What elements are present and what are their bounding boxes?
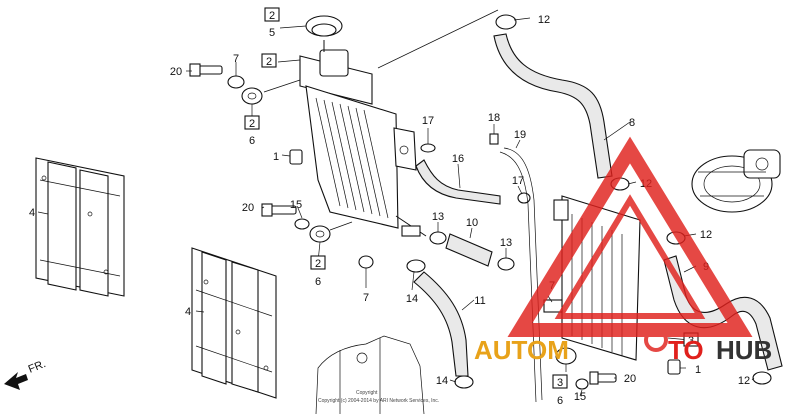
callout-20c: 20 [624,373,636,385]
callout-2b: 2 [266,56,272,68]
callout-18: 18 [488,112,500,124]
watermark-text-2: TO [668,335,704,365]
clamp-17-lower [517,192,531,204]
breather-tube-19 [499,147,543,403]
callout-13a: 13 [432,211,444,223]
callout-2c: 2 [249,118,255,130]
callout-14b: 14 [436,375,448,387]
washer-15-lower [575,378,589,390]
hose-8 [493,33,613,179]
callout-1a: 1 [273,151,279,163]
radiator-guard-lower [191,247,277,399]
callout-1b: 1 [695,364,701,376]
leader-lines [37,9,755,397]
callout-17a: 17 [422,115,434,127]
clamp-17-upper [420,143,436,153]
callout-12d: 12 [738,375,750,387]
callout-3b: 3 [557,377,563,389]
front-label: FR. [27,358,48,376]
grommet-6-upper [241,87,263,105]
callout-7b: 7 [363,292,369,304]
callout-10: 10 [466,217,478,229]
callout-14a: 14 [406,293,418,305]
callout-4b: 4 [185,306,191,318]
collar-7-upper [227,75,245,89]
clip-1-right [667,359,681,375]
clamp-13-right [497,257,515,271]
copyright-line2: Copyright (c) 2004-2014 by ARI Network S… [318,398,439,404]
clamp-12-top [495,14,517,30]
radiator-left [299,49,427,237]
washer-15-mid [294,218,310,230]
callout-17b: 17 [512,175,524,187]
callout-20a: 20 [170,66,182,78]
bolt-20-lower [589,371,617,385]
callout-5: 5 [269,27,275,39]
engine-case [315,335,425,414]
callout-3a: 3 [688,335,694,347]
callout-12c: 12 [700,229,712,241]
clamp-13-left [429,231,447,245]
front-direction-arrow [4,372,28,390]
clip-1-left [289,149,303,165]
callout-6a: 6 [249,135,255,147]
callout-11: 11 [474,295,485,307]
hose-11 [413,271,469,377]
breather-fitting-18 [489,133,499,145]
callout-numbers: 2 5 2 20 7 2 6 1 4 20 15 2 6 7 4 17 18 1… [29,7,750,407]
clamp-12-bottom [752,371,772,385]
cylinder-head [691,149,781,213]
callout-2d: 2 [315,258,321,270]
watermark-text-1: AUTOM [474,335,569,365]
copyright-line1: Copyright [356,390,378,396]
callout-4a: 4 [29,207,35,219]
callout-2a: 2 [269,10,275,22]
callout-13b: 13 [500,237,512,249]
callout-6c: 6 [557,395,563,407]
callout-12a: 12 [538,14,550,26]
watermark-logo [507,136,753,352]
radiator-guard-upper [35,157,125,297]
bolt-20-upper [189,63,223,77]
callout-7a: 7 [233,53,239,65]
clamp-14-lower [454,375,474,389]
callout-19: 19 [514,129,526,141]
radiator-left-fins [315,97,389,219]
callout-16: 16 [452,153,464,165]
hose-16 [415,159,501,205]
callout-15b: 15 [574,391,586,403]
grommet-6-mid [309,225,331,243]
collar-7-lower [358,255,374,288]
callout-8: 8 [629,117,635,129]
callout-20b: 20 [242,202,254,214]
bolt-20-mid [261,203,297,217]
radiator-cap [305,15,343,52]
callout-15a: 15 [290,199,302,211]
hose-10 [445,233,493,267]
watermark-text-3: HUB [716,335,772,365]
callout-6b: 6 [315,276,321,288]
clamp-14-upper [406,259,426,273]
